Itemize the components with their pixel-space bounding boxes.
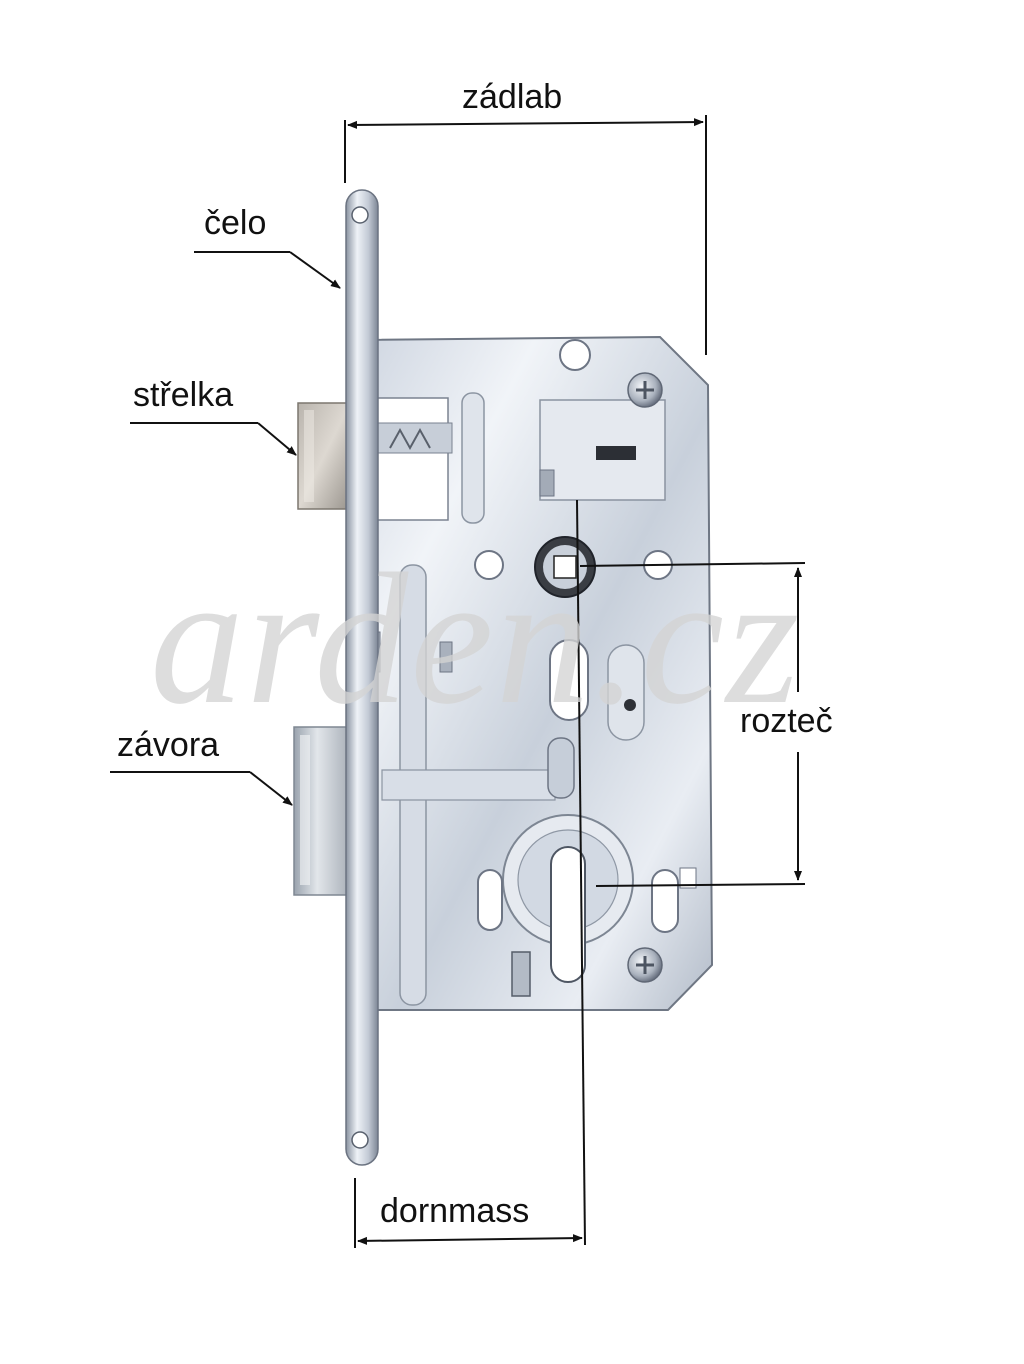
label-strelka: střelka [133,376,234,414]
roztec-dimension [579,562,806,887]
label-dornmass: dornmass [380,1192,530,1230]
lock-case [361,335,714,1011]
face-plate [345,189,379,1166]
zavora-leader [110,771,293,806]
label-roztec: rozteč [740,702,833,740]
latch-bolt [297,402,351,510]
label-zadlab: zádlab [462,78,563,116]
celo-leader [194,251,341,289]
zadlab-dimension [344,115,707,355]
label-zavora: závora [117,726,220,764]
deadbolt [293,726,353,896]
strelka-leader [130,422,297,456]
dornmass-dimension [354,499,586,1248]
watermark-text: arden.cz [150,534,802,743]
label-celo: čelo [204,204,267,242]
